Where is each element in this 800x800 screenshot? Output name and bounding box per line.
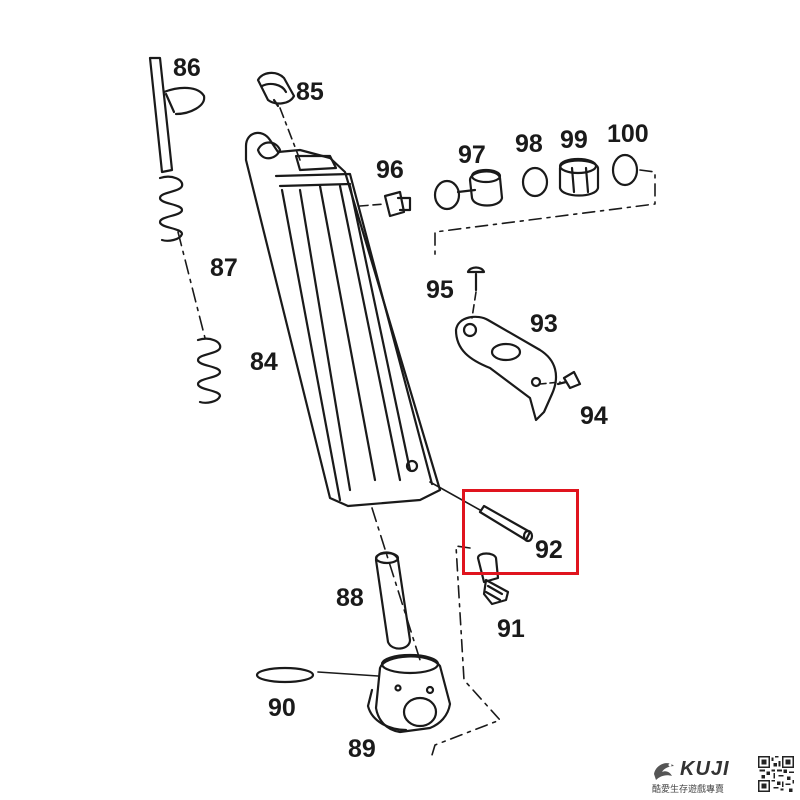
highlight-box-part-92	[462, 489, 579, 575]
leader-94	[539, 381, 561, 385]
part-88-cylinder	[374, 551, 412, 650]
label-part-99: 99	[560, 126, 588, 154]
part-95-screw	[466, 266, 486, 292]
label-part-95: 95	[426, 276, 454, 304]
leader-87	[177, 231, 206, 339]
label-part-93: 93	[530, 310, 558, 338]
leader-magazine-base	[371, 507, 421, 661]
leader-95	[471, 291, 477, 319]
label-part-96: 96	[376, 156, 404, 184]
label-part-94: 94	[580, 402, 608, 430]
part-99-housing	[558, 157, 600, 197]
part-92-pin	[478, 504, 534, 543]
label-part-86: 86	[173, 54, 201, 82]
label-part-100: 100	[607, 120, 649, 148]
part-85-lip	[256, 71, 296, 108]
leader-96	[359, 203, 386, 207]
part-89-base	[366, 653, 452, 734]
label-part-88: 88	[336, 584, 364, 612]
leader-90	[317, 671, 379, 677]
kuji-logo-icon	[654, 763, 674, 780]
label-part-98: 98	[515, 130, 543, 158]
bracket-leader-base	[431, 545, 501, 756]
qr-code-icon	[758, 756, 794, 792]
part-96-bolt	[383, 190, 412, 218]
label-part-85: 85	[296, 78, 324, 106]
part-100-oring	[611, 153, 639, 187]
part-94-screw	[556, 370, 582, 390]
label-part-90: 90	[268, 694, 296, 722]
label-part-91: 91	[497, 615, 525, 643]
label-part-89: 89	[348, 735, 376, 763]
bracket-leader-valve	[434, 169, 656, 256]
part-84-magazine-body	[244, 131, 442, 508]
brand-logo: KUJI 酷愛生存遊戲專賣	[650, 758, 750, 794]
label-part-92: 92	[535, 536, 563, 564]
part-93-plate	[454, 315, 558, 422]
logo-text: KUJI	[680, 758, 730, 780]
part-98-oring	[521, 166, 549, 198]
label-part-84: 84	[250, 348, 278, 376]
label-part-87: 87	[210, 254, 238, 282]
part-97-valve	[433, 168, 504, 211]
part-87-spring	[158, 175, 222, 404]
logo-subtext: 酷愛生存遊戲專賣	[652, 784, 725, 794]
label-part-97: 97	[458, 141, 486, 169]
leader-92	[429, 481, 481, 511]
part-90-oring	[255, 666, 315, 684]
part-86-rod	[148, 56, 206, 174]
